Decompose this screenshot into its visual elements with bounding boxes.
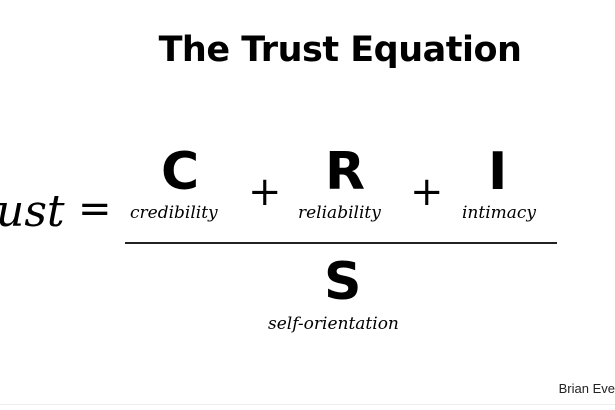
author-credit: Brian Eve [558,381,615,396]
equals-sign: = [78,186,112,232]
numerator-letter-r: R [325,142,366,202]
label-intimacy: intimacy [462,203,537,223]
numerator-letter-c: C [161,142,200,202]
plus-sign: + [248,169,282,215]
label-self-orientation: self-orientation [268,314,399,334]
divider [0,404,615,405]
denominator-letter-s: S [324,252,362,312]
plus-sign: + [410,169,444,215]
slide-title: The Trust Equation [158,30,522,70]
label-credibility: credibility [130,203,218,223]
fraction-bar [125,242,557,244]
label-reliability: reliability [298,203,381,223]
equation-lhs: ust [0,186,65,237]
numerator-letter-i: I [488,142,508,202]
